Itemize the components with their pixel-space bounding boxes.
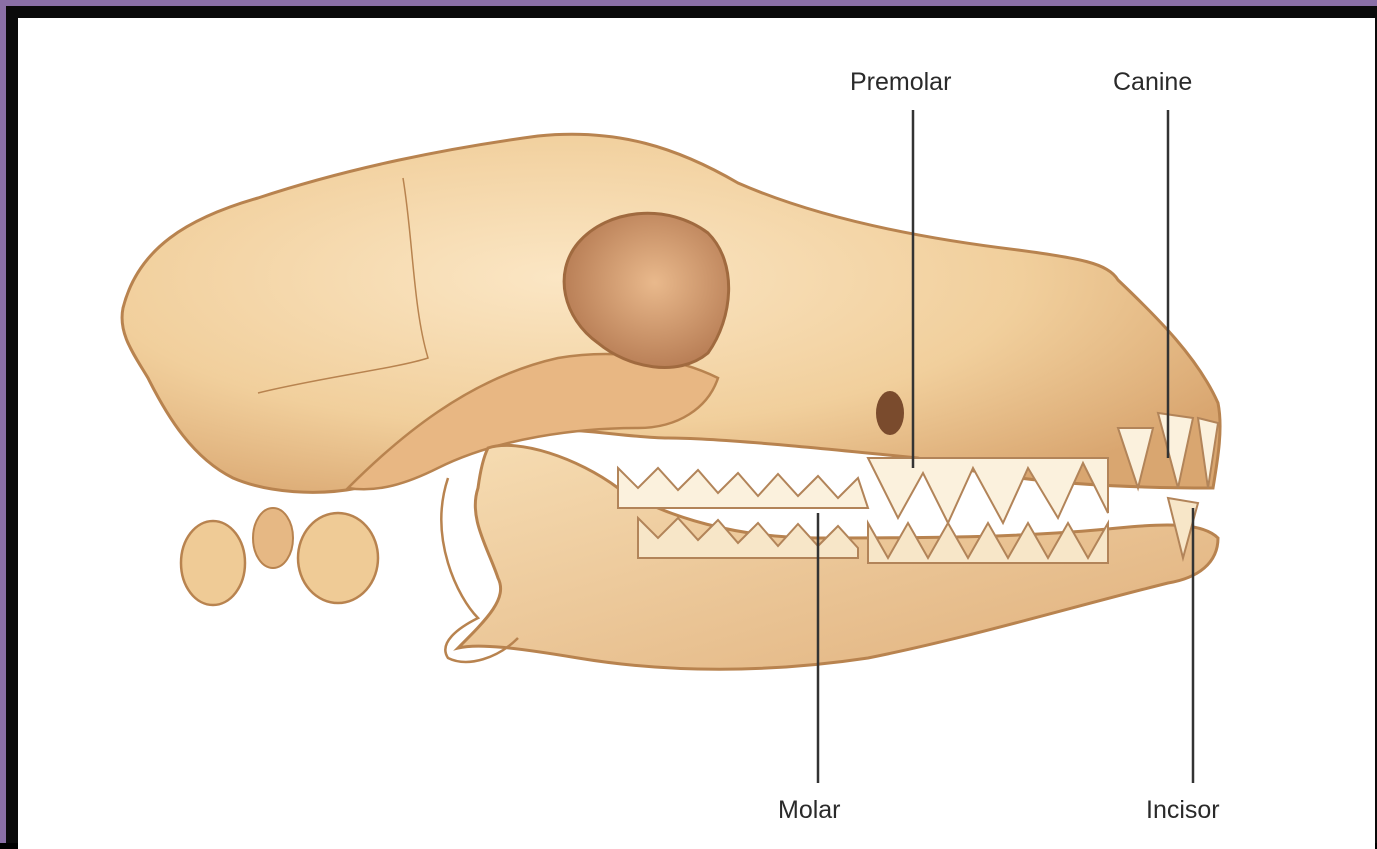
label-canine: Canine [1113, 70, 1192, 95]
dog-skull-illustration [18, 18, 1375, 849]
occipital-condyle [181, 521, 245, 605]
infraorbital-foramen [876, 391, 904, 435]
label-molar: Molar [778, 798, 841, 823]
tympanic-bulla [298, 513, 378, 603]
label-incisor: Incisor [1146, 798, 1220, 823]
diagram-panel: Premolar Canine Molar Incisor [18, 18, 1375, 849]
label-premolar: Premolar [850, 70, 951, 95]
